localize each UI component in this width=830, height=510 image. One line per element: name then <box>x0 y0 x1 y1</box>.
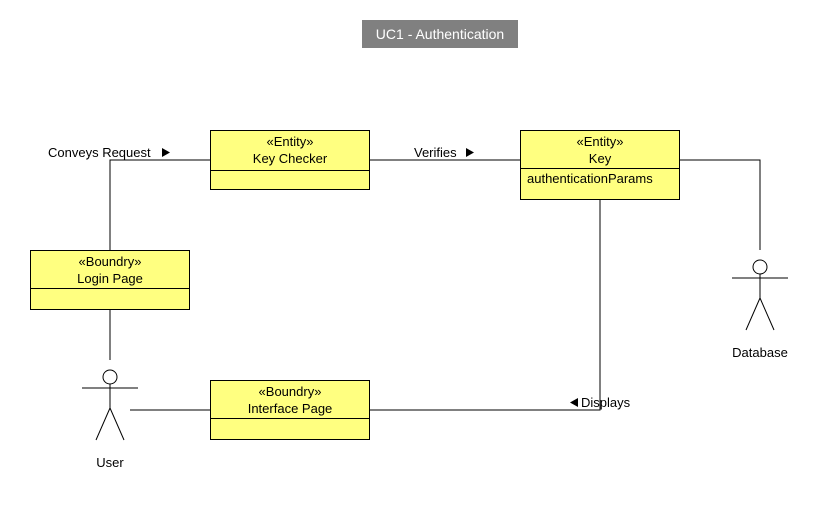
displays-arrow-icon <box>570 398 578 407</box>
class-login-page-header: «Boundry» Login Page <box>31 251 189 289</box>
database-actor-icon[interactable] <box>732 259 788 331</box>
class-key-checker-name: Key Checker <box>252 151 328 166</box>
class-key-checker-stereotype: «Entity» <box>266 134 314 149</box>
assoc-verifies-label: Verifies <box>414 145 457 160</box>
diagram-title: UC1 - Authentication <box>362 20 518 48</box>
assoc-displays-label: Displays <box>581 395 631 410</box>
class-key-header: «Entity» Key <box>521 131 679 169</box>
assoc-conveys-request-label: Conveys Request <box>48 145 151 160</box>
class-login-page-name: Login Page <box>77 271 143 286</box>
assoc-conveys-request-line <box>109 159 210 250</box>
class-key-name: Key <box>588 151 612 166</box>
class-interface-page-header: «Boundry» Interface Page <box>211 381 369 419</box>
class-login-page[interactable]: «Boundry» Login Page <box>30 250 190 310</box>
class-interface-page-stereotype: «Boundry» <box>258 384 322 399</box>
class-key-attributes: authenticationParams <box>521 169 679 189</box>
class-key-checker-header: «Entity» Key Checker <box>211 131 369 171</box>
user-actor-icon[interactable] <box>82 369 138 441</box>
assoc-displays-line <box>370 200 601 411</box>
verifies-arrow-icon <box>466 148 474 157</box>
class-interface-page[interactable]: «Boundry» Interface Page <box>210 380 370 440</box>
conveys-request-arrow-icon <box>162 148 170 157</box>
class-login-page-stereotype: «Boundry» <box>78 254 142 269</box>
assoc-key-database-line <box>680 159 761 250</box>
class-interface-page-name: Interface Page <box>247 401 333 416</box>
class-key-stereotype: «Entity» <box>576 134 624 149</box>
actor-user-name: User <box>96 455 124 470</box>
actor-database-name: Database <box>732 345 788 360</box>
class-key-attribute: authenticationParams <box>527 171 653 186</box>
class-key-checker[interactable]: «Entity» Key Checker <box>210 130 370 190</box>
class-key[interactable]: «Entity» Key authenticationParams <box>520 130 680 200</box>
